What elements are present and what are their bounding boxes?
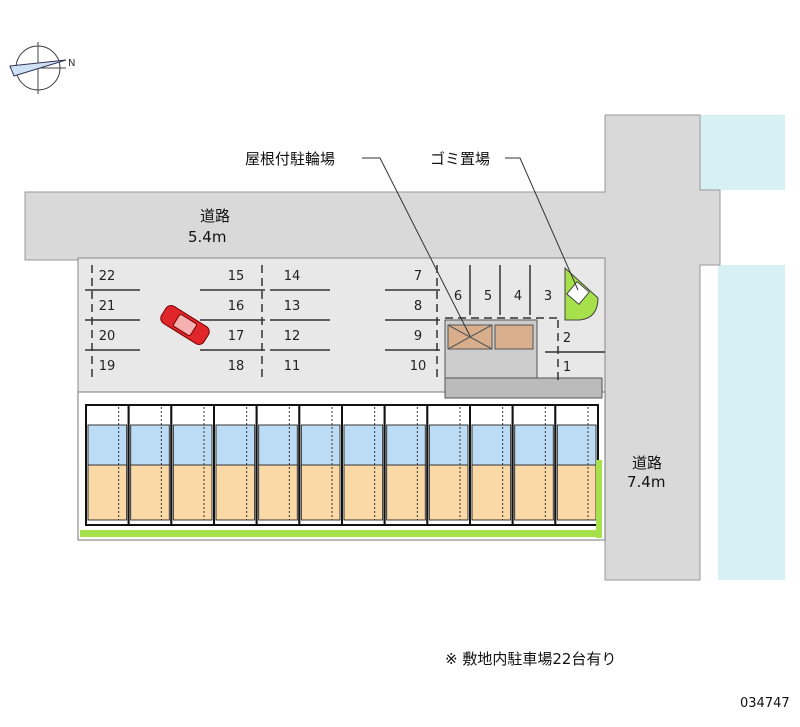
property-code: 034747 [740,696,790,711]
apartment-unit [213,404,258,526]
parking-space-number: 8 [414,299,422,314]
parking-space-number: 5 [484,289,492,304]
parking-space-number: 11 [284,359,301,374]
parking-space-number: 22 [99,269,116,284]
garbage-label: ゴミ置場 [430,150,491,168]
apartment-unit [511,404,557,526]
road-top-name: 道路 [200,207,231,225]
parking-space-number: 3 [544,289,552,304]
parking-space-number: 20 [99,329,116,344]
water-canal-bottom [718,265,785,580]
parking-note: ※ 敷地内駐車場22台有り [445,650,617,668]
parking-space-number: 18 [228,359,245,374]
apartment-unit [170,404,215,526]
apartment-unit [383,404,429,526]
x-mark [447,324,493,350]
road-right-name: 道路 [632,454,663,472]
apartment-unit [298,404,344,526]
parking-space-number: 1 [563,360,571,375]
green-strip [80,530,600,537]
green-strip-side [596,460,602,538]
road-top-width: 5.4m [188,228,227,246]
parking-space-number: 7 [414,269,422,284]
apartment-unit [341,404,386,526]
parking-space-number: 12 [284,329,301,344]
leader-line-bike [362,157,471,337]
garbage-box [566,281,590,305]
parking-space-number: 15 [228,269,245,284]
compass-icon: N [9,42,75,94]
road-right-width: 7.4m [627,473,666,491]
compass-letter: N [68,58,75,69]
parking-space-number: 2 [563,331,571,346]
apartment-unit [255,404,301,526]
parking-space-number: 4 [514,289,522,304]
apartment-unit [426,404,472,526]
parking-space-number: 19 [99,359,116,374]
parking-space-number: 16 [228,299,245,314]
apartment-unit [554,404,599,526]
parking-space-number: 6 [454,289,462,304]
water-canal-top [700,115,785,190]
parking-space-number: 21 [99,299,116,314]
bike-roof-b [494,324,534,350]
leader-line-garbage [505,157,579,291]
bike-parking-label: 屋根付駐輪場 [245,150,336,168]
apartment-unit [469,404,514,526]
paving-front [444,377,603,399]
apartment-unit [85,404,130,526]
parking-space-number: 10 [410,359,427,374]
parking-space-number: 9 [414,329,422,344]
car-icon [160,305,210,345]
parking-space-number: 14 [284,269,301,284]
apartment-unit [127,404,173,526]
parking-space-number: 13 [284,299,301,314]
parking-space-number: 17 [228,329,245,344]
